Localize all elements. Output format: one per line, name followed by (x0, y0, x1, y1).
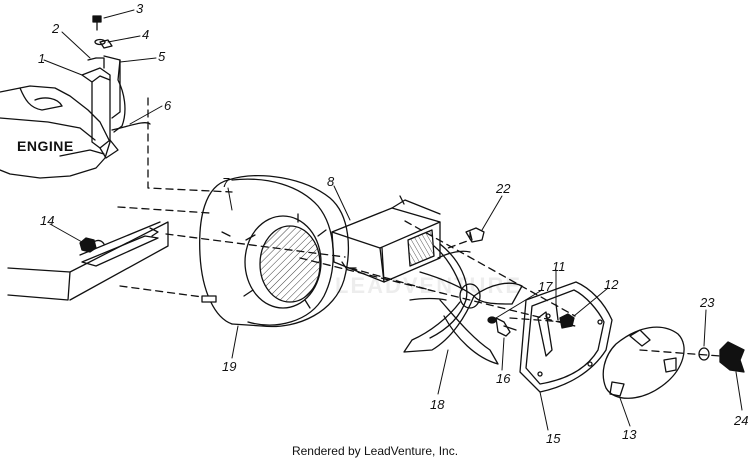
top-bracket (99, 39, 126, 133)
callout-19: 19 (222, 359, 237, 374)
nut-12 (559, 313, 575, 329)
callout-8: 8 (327, 174, 335, 189)
bolt-and-washer (92, 15, 106, 46)
hex-nut (79, 237, 97, 253)
alignment-lines (117, 97, 721, 357)
bolt-11 (555, 303, 559, 321)
engine-label: ENGINE (17, 138, 74, 154)
guard-plate (602, 326, 685, 399)
callout-14: 14 (40, 213, 55, 228)
discharge-chute (331, 195, 441, 283)
footer-credit: Rendered by LeadVenture, Inc. (291, 444, 459, 458)
callout-7: 7 (222, 175, 230, 190)
impeller (403, 243, 523, 365)
callout-24: 24 (734, 413, 749, 428)
watermark: LEADVENTURE (335, 273, 523, 298)
callout-6: 6 (164, 98, 172, 113)
callout-16: 16 (496, 371, 511, 386)
base-plate (7, 221, 169, 301)
callout-1: 1 (38, 51, 46, 66)
washer-23 (698, 347, 710, 361)
engine-outline (0, 85, 111, 179)
callout-12: 12 (604, 277, 619, 292)
mounting-bracket (81, 57, 119, 159)
callout-5: 5 (158, 49, 166, 64)
cover-plate (519, 281, 613, 393)
callout-23: 23 (700, 295, 715, 310)
callout-11: 11 (552, 259, 566, 274)
leader-lines (43, 9, 743, 431)
callout-4: 4 (142, 27, 150, 42)
callout-18: 18 (430, 397, 445, 412)
bolt-16 (495, 317, 517, 337)
callout-22: 22 (496, 181, 511, 196)
blower-housing (199, 175, 349, 328)
callout-13: 13 (622, 427, 637, 442)
knob-24 (719, 341, 745, 373)
callout-2: 2 (52, 21, 60, 36)
nut-17 (487, 316, 497, 324)
bolt-22 (465, 227, 485, 243)
callout-17: 17 (538, 279, 553, 294)
callout-15: 15 (546, 431, 561, 446)
callout-3: 3 (136, 1, 144, 16)
